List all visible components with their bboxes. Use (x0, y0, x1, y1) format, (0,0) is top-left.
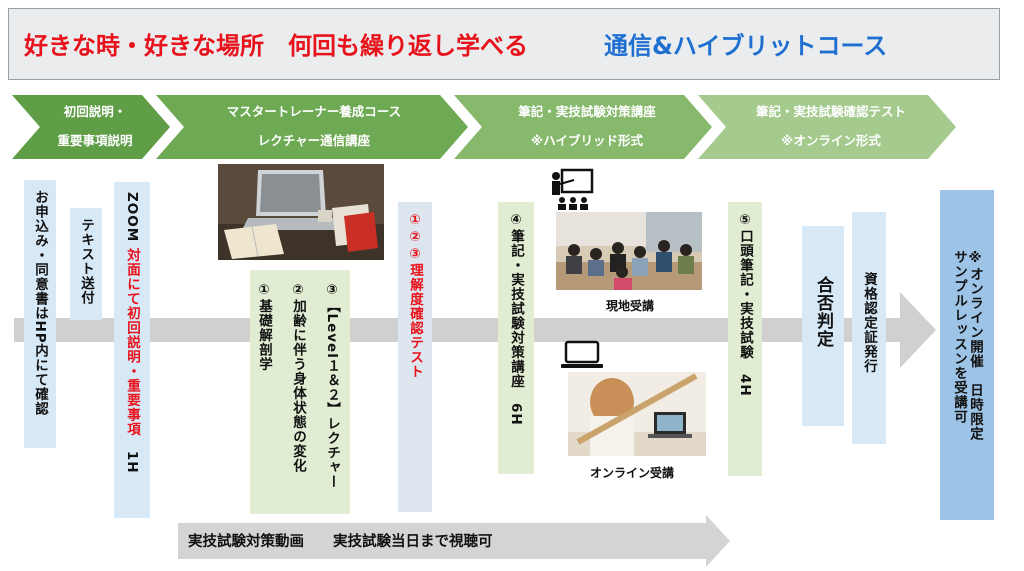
box-zoom-text: ZOOM 対面にて初回説明・重要事項 1H (124, 192, 140, 518)
caption-onsite: 現地受講 (606, 299, 655, 313)
box-apply: お申込み・同意書はHP内にて確認 (24, 180, 56, 448)
step2-line1: マスタートレーナー養成コース (226, 104, 402, 119)
lecture-3-text: ③【Level１＆２】レクチャー (324, 282, 340, 490)
box-written-prep: ④筆記・実技試験対策講座 6H (498, 202, 534, 474)
process-chevrons (12, 95, 956, 159)
box-oral-test: ⑤口頭筆記・実技試験 4H (728, 202, 762, 476)
box-certificate: 資格認定証発行 (852, 212, 886, 444)
box-apply-text: お申込み・同意書はHP内にて確認 (32, 190, 48, 417)
written-prep-text: ④筆記・実技試験対策講座 6H (508, 212, 524, 474)
box-zoom: ZOOM 対面にて初回説明・重要事項 1H (114, 182, 150, 518)
chevron-step-4 (698, 95, 956, 159)
step4-line1: 筆記・実技試験確認テスト (755, 104, 906, 119)
written-prep-hours: 6H (508, 403, 524, 426)
chevron-step-1 (12, 95, 170, 159)
bottom-arrow (178, 515, 730, 567)
box-pass: 合否判定 (802, 226, 844, 426)
online-photo (568, 372, 706, 456)
step1-line2: 重要事項説明 (57, 133, 133, 148)
page-title: 好きな時・好きな場所 何回も繰り返し学べる (24, 32, 528, 60)
step3-line2: ※ハイブリッド形式 (531, 133, 643, 148)
timeline-arrow (14, 292, 936, 368)
sample-line2: サンプルレッスンを受講可 (951, 250, 967, 424)
sample-lesson-text: ※オンライン開催 日時限定サンプルレッスンを受講可 (951, 250, 983, 520)
chevron-step-2 (156, 95, 468, 159)
bottom-arrow-text: 実技試験対策動画 実技試験当日まで視聴可 (188, 534, 493, 550)
onsite-photo (556, 212, 702, 290)
box-lecture (250, 270, 350, 514)
teacher-audience-icon (552, 168, 594, 210)
understanding-test-text: ①②③理解度確認テスト (407, 212, 423, 379)
zoom-label: ZOOM (124, 192, 140, 243)
step3-line1: 筆記・実技試験対策講座 (518, 104, 656, 119)
page-subtitle: 通信&ハイブリットコース (604, 32, 888, 60)
oral-test-label: ⑤口頭筆記・実技試験 (737, 212, 753, 360)
step2-line2: レクチャー通信講座 (257, 133, 371, 148)
laptop-photo (218, 164, 384, 260)
box-text-send: テキスト送付 (70, 208, 102, 320)
box-sample-lesson: ※オンライン開催 日時限定サンプルレッスンを受講可 (940, 190, 994, 520)
step4-line2: ※オンライン形式 (781, 133, 881, 148)
zoom-hours: 1H (124, 450, 140, 474)
lecture-1: ①基礎解剖学 (256, 282, 272, 376)
box-understanding-test: ①②③理解度確認テスト (398, 202, 432, 512)
caption-online: オンライン受講 (590, 466, 675, 480)
box-text-send-text: テキスト送付 (78, 218, 94, 305)
oral-test-text: ⑤口頭筆記・実技試験 4H (737, 212, 753, 476)
written-prep-label: ④筆記・実技試験対策講座 (508, 212, 524, 389)
lecture-3: ③【Level１＆２】レクチャー (324, 282, 340, 493)
lecture-2: ②加齢に伴う身体状態の変化 (290, 282, 306, 477)
title-banner (8, 8, 1000, 80)
lecture-2-text: ②加齢に伴う身体状態の変化 (290, 282, 306, 473)
chevron-step-3 (454, 95, 712, 159)
certificate-text: 資格認定証発行 (861, 272, 877, 374)
zoom-red-text: 対面にて初回説明・重要事項 (124, 247, 140, 437)
lecture-1-text: ①基礎解剖学 (256, 282, 272, 372)
step1-line1: 初回説明・ (63, 104, 127, 119)
pass-text: 合否判定 (813, 276, 833, 348)
oral-test-hours: 4H (737, 374, 753, 397)
sample-line1: ※オンライン開催 日時限定 (967, 250, 983, 441)
laptop-icon (561, 340, 603, 368)
